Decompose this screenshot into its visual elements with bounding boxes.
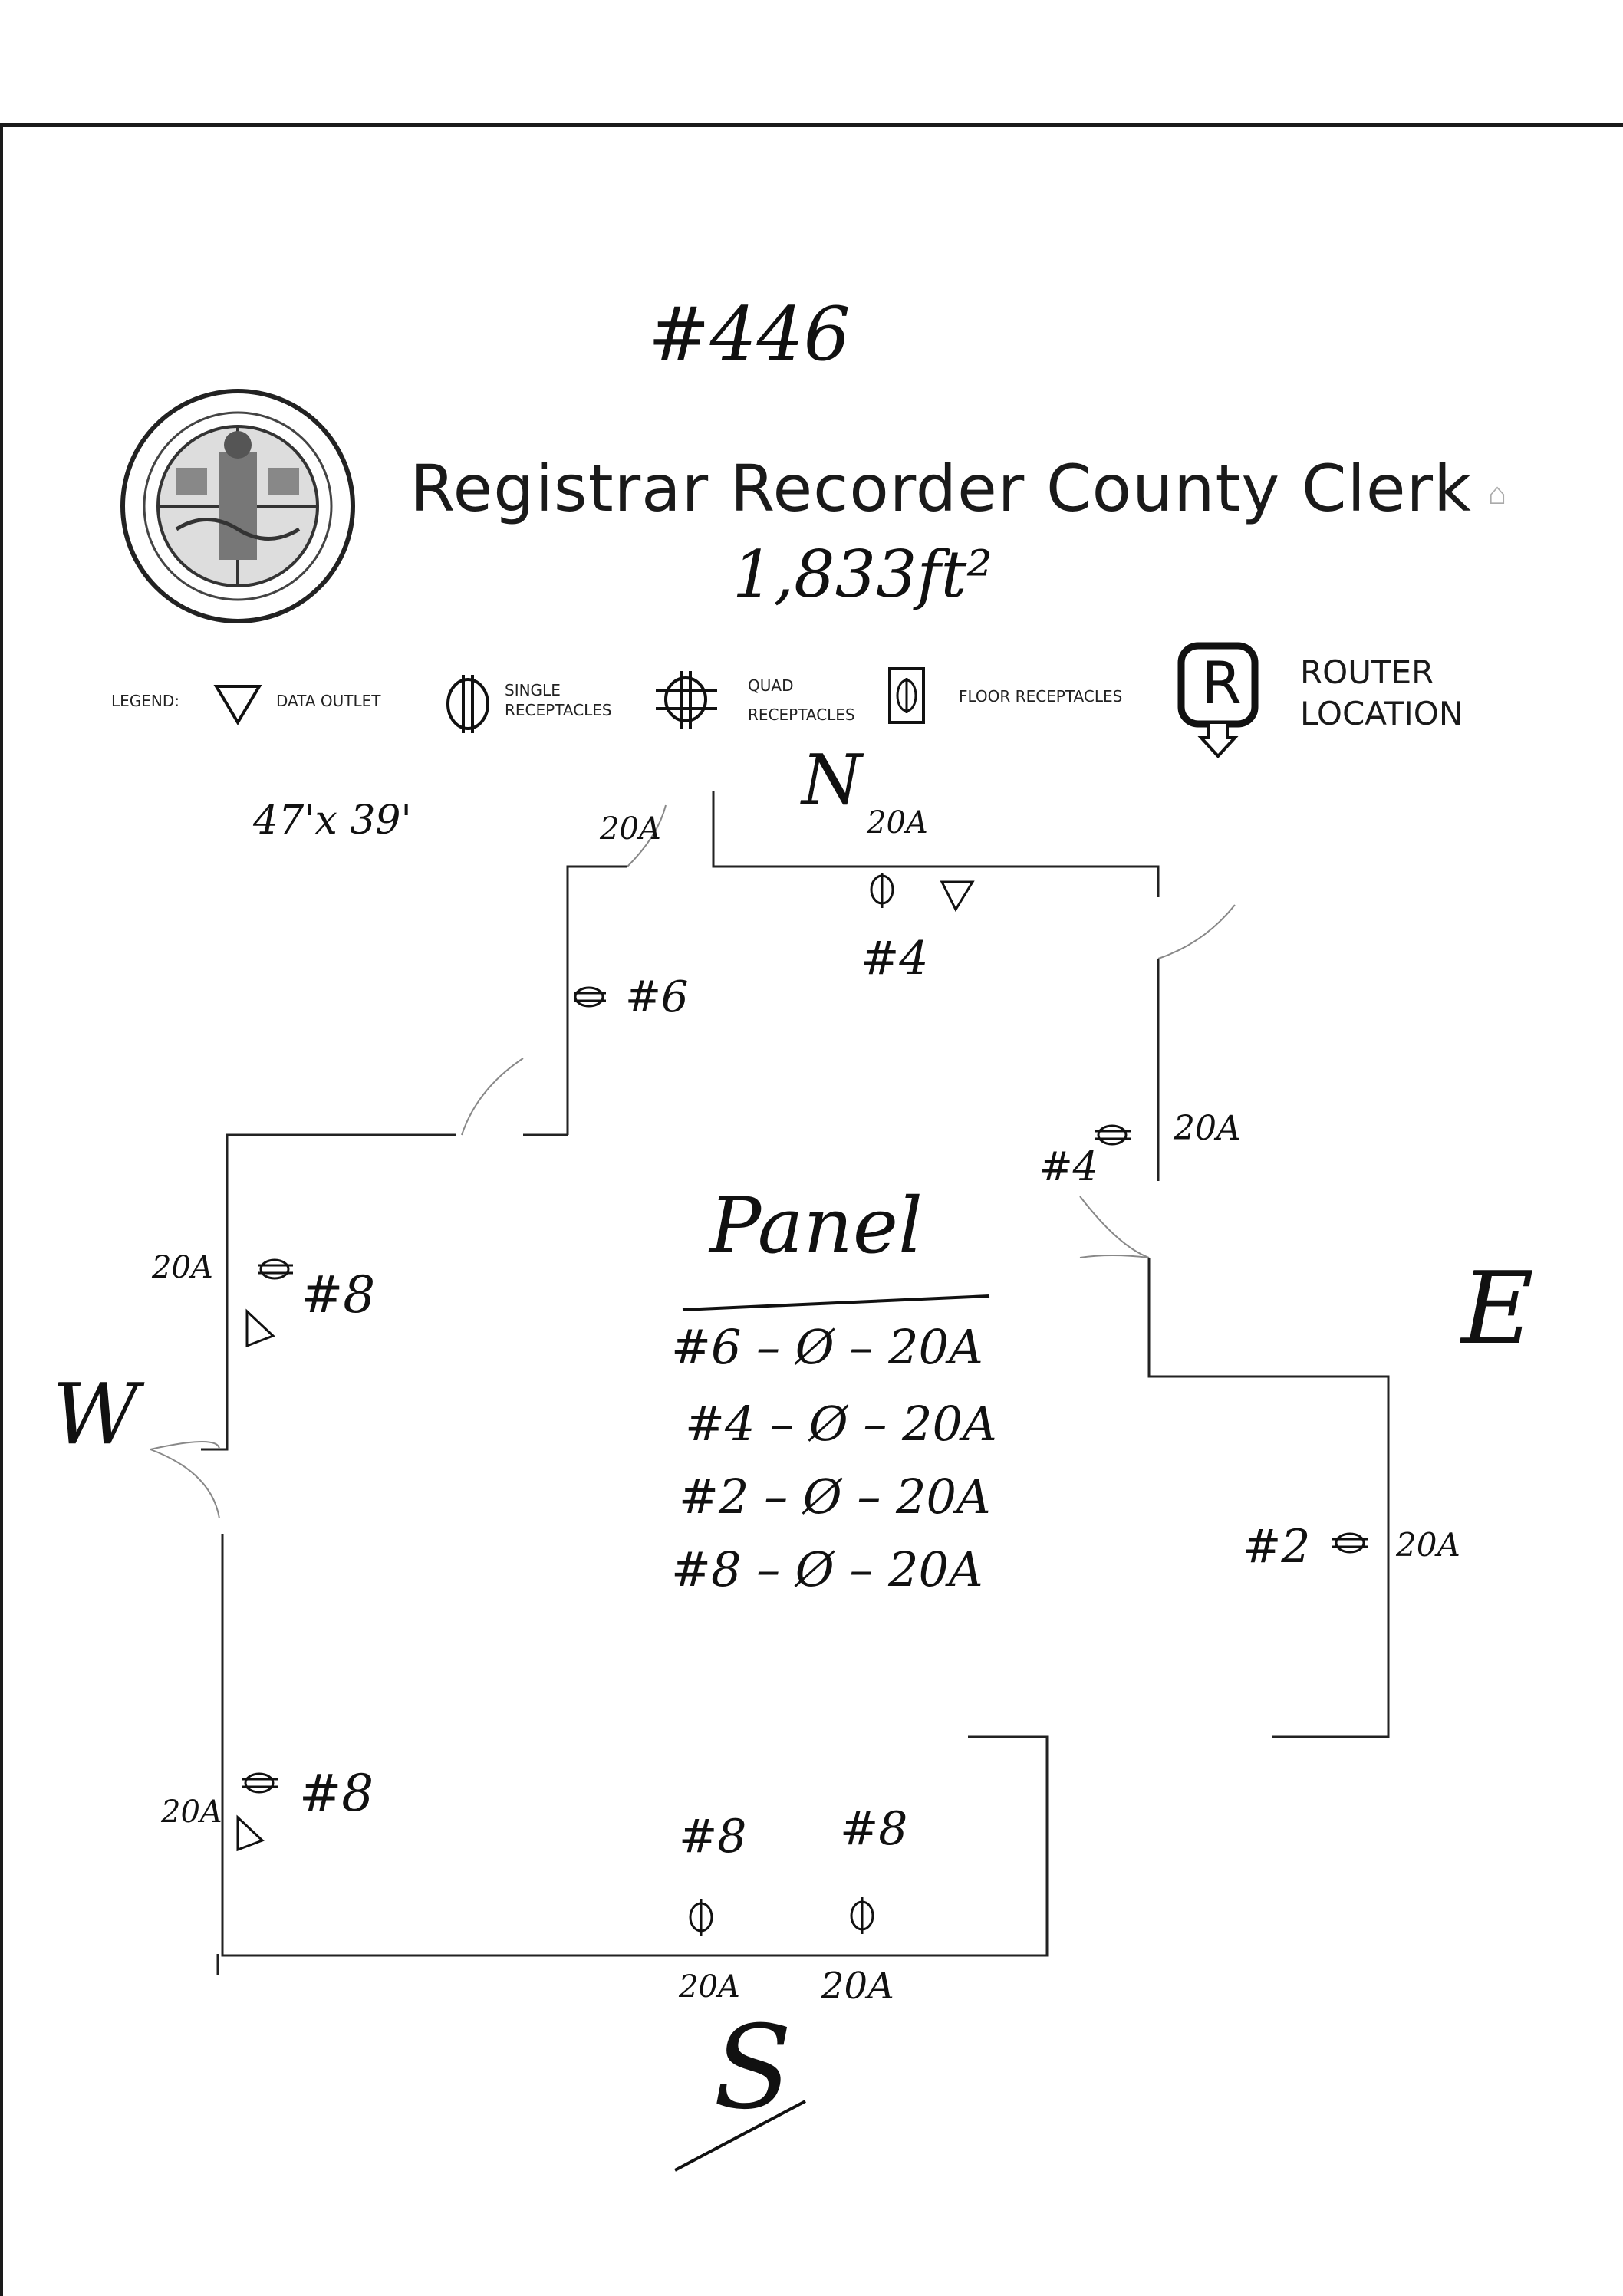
document-number: #446 bbox=[648, 291, 851, 377]
area-value: 1,833ft² bbox=[732, 537, 993, 612]
router-label-line2: LOCATION bbox=[1300, 695, 1463, 732]
panel-row: #8 – Ø – 20A bbox=[671, 1541, 983, 1597]
north-wall-amp: 20A bbox=[867, 805, 928, 840]
west-upper-amp: 20A bbox=[152, 1250, 213, 1285]
north-door-amp: 20A bbox=[600, 811, 661, 847]
page-left-edge bbox=[0, 123, 3, 2296]
compass-west: W bbox=[52, 1365, 140, 1463]
inner-circuit: #6 bbox=[625, 972, 689, 1022]
west-lower-amp: 20A bbox=[161, 1794, 222, 1830]
panel-row: #6 – Ø – 20A bbox=[671, 1319, 983, 1375]
east-upper-circuit: #4 bbox=[1039, 1144, 1098, 1190]
page-title: Registrar Recorder County Clerk bbox=[410, 451, 1472, 526]
compass-north: N bbox=[802, 740, 862, 821]
west-lower-circuit: #8 bbox=[299, 1764, 374, 1823]
room-dimensions: 47'x 39' bbox=[253, 798, 412, 844]
page-top-edge bbox=[0, 123, 1623, 127]
east-lower-circuit: #2 bbox=[1243, 1520, 1311, 1574]
east-upper-amp: 20A bbox=[1174, 1109, 1241, 1148]
legend-single-line1: SINGLE bbox=[505, 681, 561, 699]
south-left-circuit: #8 bbox=[679, 1810, 747, 1863]
legend-quad-line1: QUAD bbox=[748, 676, 794, 695]
county-seal-logo bbox=[120, 389, 355, 623]
panel-row: #4 – Ø – 20A bbox=[685, 1396, 997, 1452]
legend-floor: FLOOR RECEPTACLES bbox=[959, 687, 1123, 706]
compass-east: E bbox=[1461, 1250, 1534, 1367]
home-icon: ⌂ bbox=[1488, 477, 1507, 511]
router-letter: R bbox=[1201, 649, 1242, 717]
legend-data-outlet: DATA OUTLET bbox=[276, 692, 381, 710]
north-circuit: #4 bbox=[861, 932, 929, 985]
legend-label: LEGEND: bbox=[111, 692, 180, 710]
south-right-circuit: #8 bbox=[840, 1802, 908, 1856]
east-lower-amp: 20A bbox=[1396, 1526, 1460, 1564]
router-location-label: ROUTER LOCATION bbox=[1300, 652, 1463, 735]
south-left-amp: 20A bbox=[679, 1969, 740, 2005]
legend-single-line2: RECEPTACLES bbox=[505, 701, 612, 719]
compass-south: S bbox=[713, 2002, 792, 2135]
panel-heading: Panel bbox=[709, 1181, 923, 1271]
legend-quad-line2: RECEPTACLES bbox=[748, 706, 855, 724]
router-label-line1: ROUTER bbox=[1300, 653, 1434, 691]
west-upper-circuit: #8 bbox=[301, 1265, 376, 1324]
south-right-amp: 20A bbox=[821, 1965, 894, 2008]
panel-row: #2 – Ø – 20A bbox=[679, 1469, 991, 1525]
north-receptacle-symbol bbox=[870, 873, 894, 908]
